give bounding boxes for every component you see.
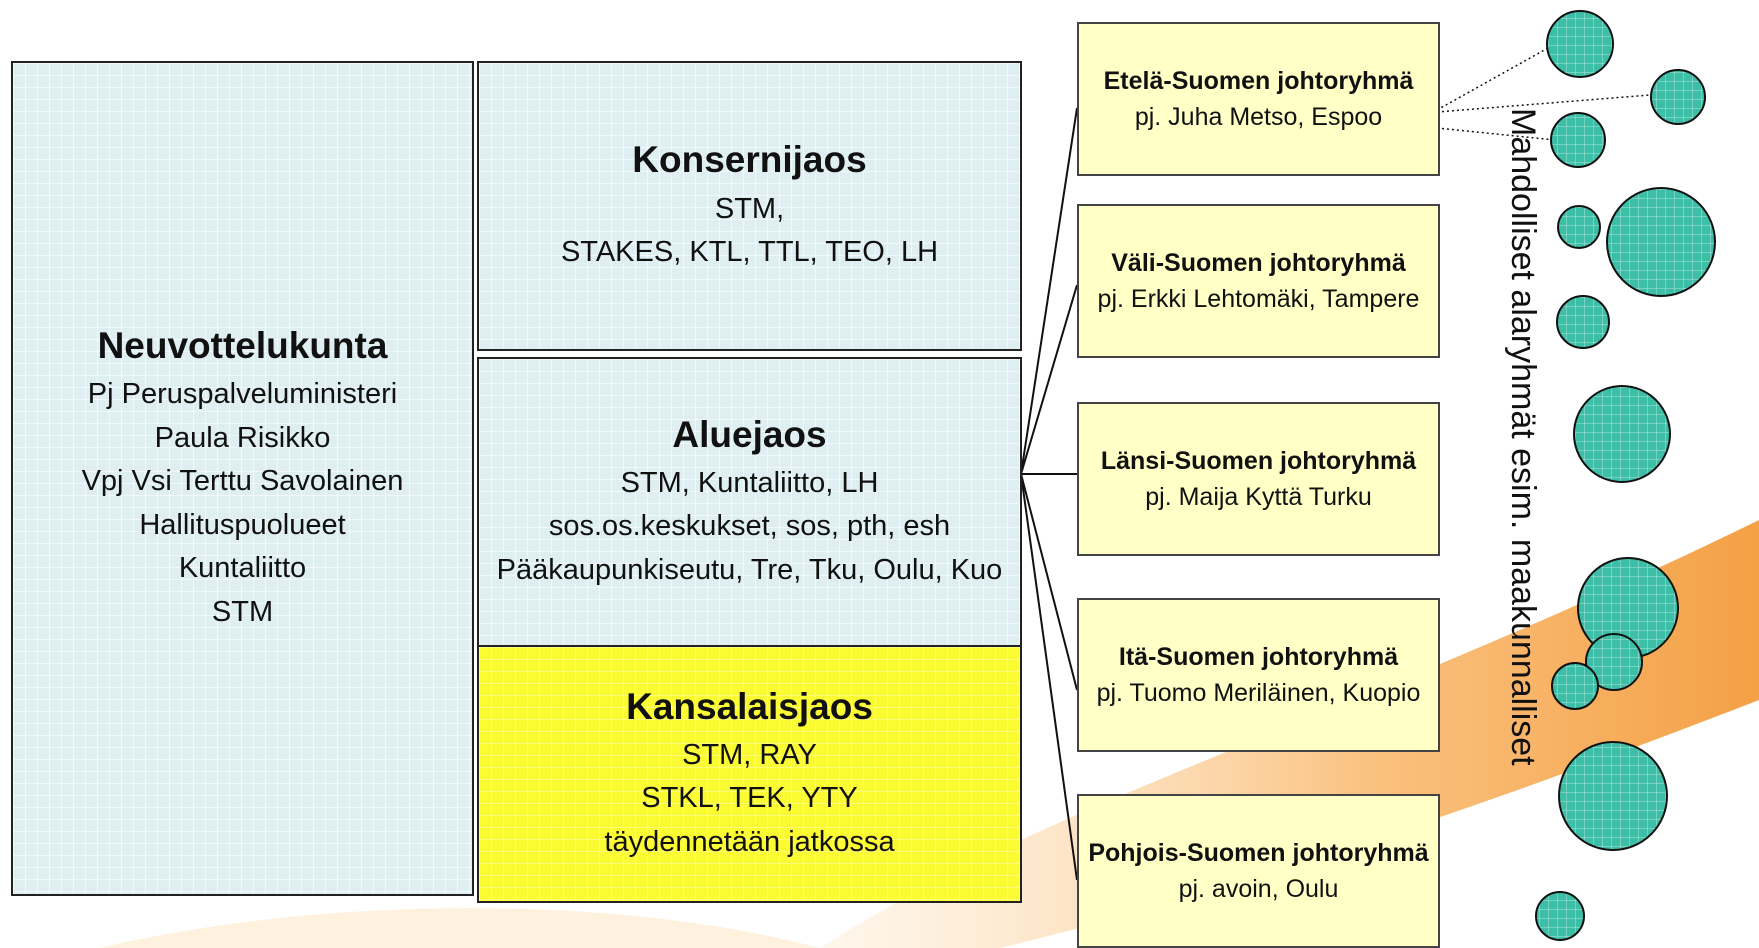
neuvottelukunta-line: Pj Peruspalveluministeri bbox=[87, 378, 398, 411]
neuvottelukunta-line: Vpj Vsi Terttu Savolainen bbox=[81, 465, 404, 498]
subgroup-circle bbox=[1556, 295, 1610, 349]
region-chair: pj. avoin, Oulu bbox=[1178, 875, 1339, 903]
konsernijaos-line: STM, bbox=[714, 192, 785, 225]
kansalaisjaos-line: täydennetään jatkossa bbox=[604, 825, 895, 858]
subgroup-circle bbox=[1650, 69, 1706, 125]
region-chair: pj. Tuomo Meriläinen, Kuopio bbox=[1096, 679, 1421, 707]
kansalaisjaos-line: STM, RAY bbox=[682, 738, 817, 771]
subgroup-circles bbox=[1535, 10, 1716, 941]
subgroup-circle bbox=[1573, 385, 1671, 483]
neuvottelukunta-box: Neuvottelukunta Pj Peruspalveluministeri… bbox=[11, 61, 474, 896]
aluejaos-title: Aluejaos bbox=[672, 413, 827, 455]
subgroup-circle bbox=[1606, 187, 1716, 297]
subgroup-circle bbox=[1546, 10, 1614, 78]
neuvottelukunta-line: Hallituspuolueet bbox=[139, 508, 346, 541]
region-chair: pj. Erkki Lehtomäki, Tampere bbox=[1097, 285, 1420, 313]
subgroup-circle bbox=[1558, 741, 1668, 851]
kansalaisjaos-box: Kansalaisjaos STM, RAY STKL, TEK, YTY tä… bbox=[477, 645, 1022, 903]
konsernijaos-box: Konsernijaos STM, STAKES, KTL, TTL, TEO,… bbox=[477, 61, 1022, 351]
connector-lines bbox=[1020, 107, 1078, 881]
region-title: Itä-Suomen johtoryhmä bbox=[1118, 642, 1399, 671]
subgroups-label: Mahdolliset alaryhmät esim. maakunnallis… bbox=[1504, 108, 1542, 766]
region-box-lansi: Länsi-Suomen johtoryhmä pj. Maija Kyttä … bbox=[1077, 402, 1440, 556]
region-title: Pohjois-Suomen johtoryhmä bbox=[1088, 838, 1429, 867]
region-box-pohjois: Pohjois-Suomen johtoryhmä pj. avoin, Oul… bbox=[1077, 794, 1440, 948]
kansalaisjaos-title: Kansalaisjaos bbox=[626, 685, 873, 727]
subgroup-circle bbox=[1557, 205, 1601, 249]
aluejaos-box: Aluejaos STM, Kuntaliitto, LH sos.os.kes… bbox=[477, 357, 1022, 647]
aluejaos-line: sos.os.keskukset, sos, pth, esh bbox=[548, 510, 951, 543]
subgroup-circle bbox=[1535, 891, 1585, 941]
konsernijaos-line: STAKES, KTL, TTL, TEO, LH bbox=[560, 236, 939, 269]
region-chair: pj. Maija Kyttä Turku bbox=[1145, 483, 1372, 511]
region-title: Länsi-Suomen johtoryhmä bbox=[1100, 446, 1417, 475]
region-box-etela: Etelä-Suomen johtoryhmä pj. Juha Metso, … bbox=[1077, 22, 1440, 176]
aluejaos-line: STM, Kuntaliitto, LH bbox=[620, 466, 879, 499]
region-chair: pj. Juha Metso, Espoo bbox=[1134, 103, 1383, 131]
subgroup-circle bbox=[1550, 112, 1606, 168]
neuvottelukunta-line: STM bbox=[211, 595, 274, 628]
neuvottelukunta-line: Kuntaliitto bbox=[178, 552, 307, 585]
region-box-vali: Väli-Suomen johtoryhmä pj. Erkki Lehtomä… bbox=[1077, 204, 1440, 358]
background-swoosh-light bbox=[100, 908, 820, 948]
region-title: Etelä-Suomen johtoryhmä bbox=[1103, 66, 1414, 95]
subgroup-circle bbox=[1551, 662, 1599, 710]
region-box-ita: Itä-Suomen johtoryhmä pj. Tuomo Meriläin… bbox=[1077, 598, 1440, 752]
neuvottelukunta-title: Neuvottelukunta bbox=[97, 324, 388, 366]
subgroup-circle bbox=[1585, 633, 1643, 691]
konsernijaos-title: Konsernijaos bbox=[632, 139, 867, 181]
neuvottelukunta-line: Paula Risikko bbox=[154, 421, 331, 454]
region-title: Väli-Suomen johtoryhmä bbox=[1111, 248, 1406, 277]
kansalaisjaos-line: STKL, TEK, YTY bbox=[641, 782, 858, 815]
dotted-connectors bbox=[1436, 47, 1651, 141]
aluejaos-line: Pääkaupunkiseutu, Tre, Tku, Oulu, Kuo bbox=[496, 553, 1003, 586]
